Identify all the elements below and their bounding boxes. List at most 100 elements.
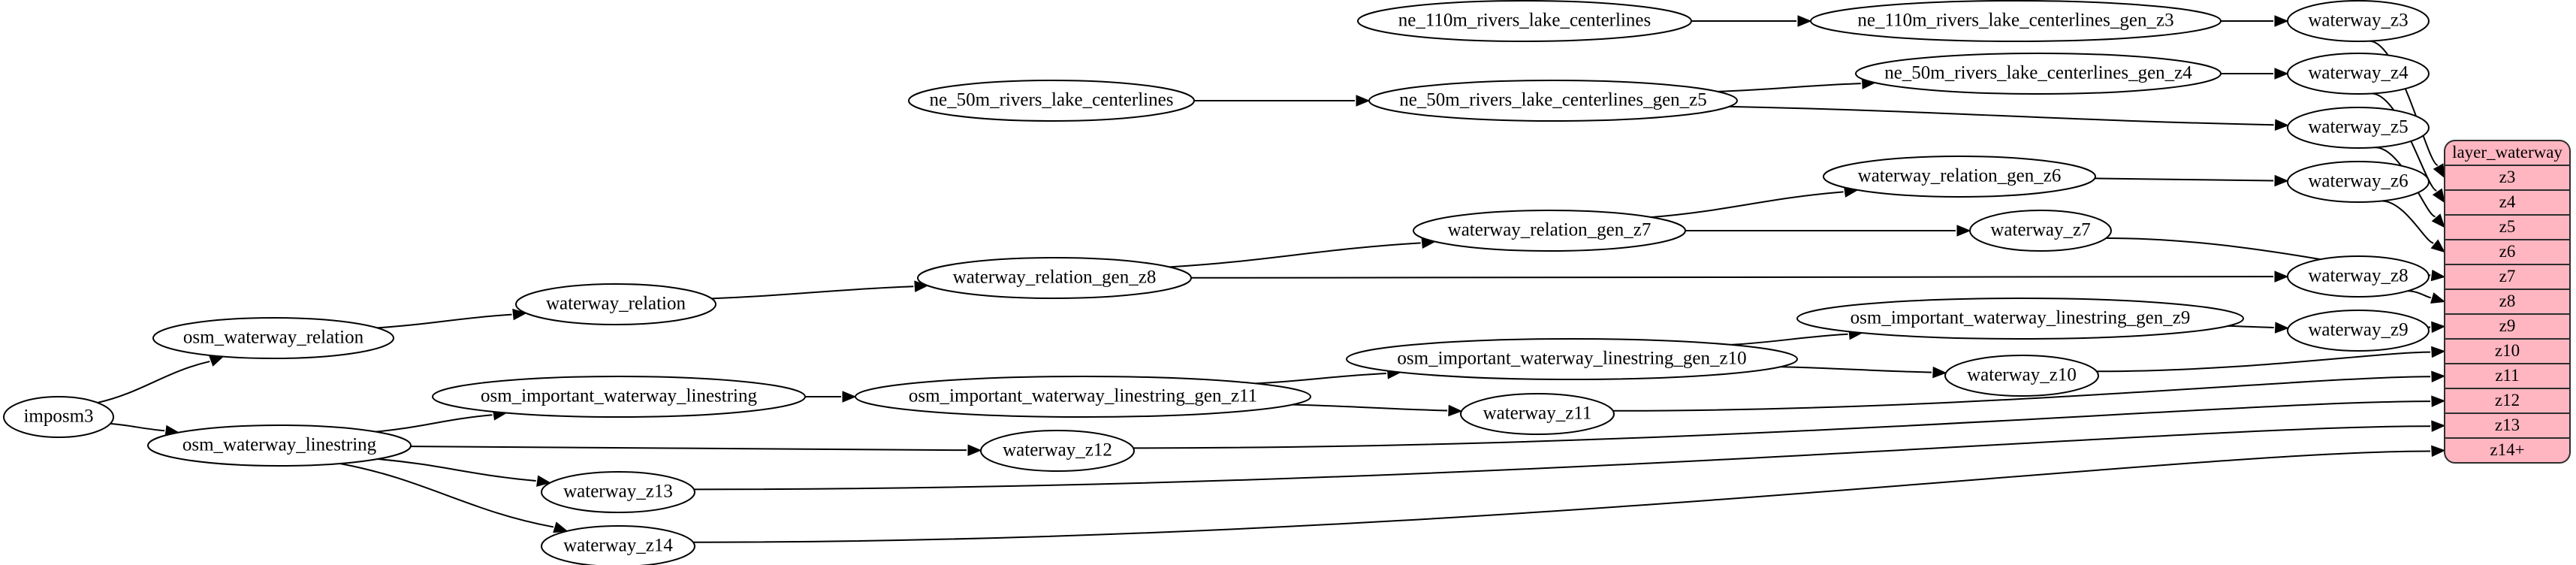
node-waterway_z12[interactable]: waterway_z12 bbox=[980, 430, 1135, 472]
node-shape-ne_50m_rivers_lake_centerlines[interactable] bbox=[908, 80, 1195, 122]
node-waterway_z9[interactable]: waterway_z9 bbox=[2287, 310, 2430, 352]
node-shape-osm_important_waterway_linestring_gen_z11[interactable] bbox=[855, 376, 1311, 418]
node-waterway_z11[interactable]: waterway_z11 bbox=[1460, 393, 1615, 435]
node-shape-osm_important_waterway_linestring_gen_z10[interactable] bbox=[1346, 338, 1798, 380]
node-shape-ne_50m_rivers_lake_centerlines_gen_z5[interactable] bbox=[1368, 80, 1738, 122]
node-shape-waterway_z13[interactable] bbox=[541, 471, 695, 513]
record-row-z5[interactable] bbox=[2445, 214, 2570, 240]
node-osm_important_waterway_linestring_gen_z11[interactable]: osm_important_waterway_linestring_gen_z1… bbox=[855, 376, 1311, 418]
node-shape-waterway_z5[interactable] bbox=[2287, 107, 2430, 149]
node-shape-waterway_z12[interactable] bbox=[980, 430, 1135, 472]
node-osm_waterway_linestring[interactable]: osm_waterway_linestring bbox=[147, 425, 412, 467]
node-osm_important_waterway_linestring_gen_z10[interactable]: osm_important_waterway_linestring_gen_z1… bbox=[1346, 338, 1798, 380]
edge-ne_110m_rivers_lake_centerlines-to-ne_110m_rivers_lake_centerlines_gen_z3 bbox=[1691, 15, 1812, 27]
edge-osm_waterway_relation-to-waterway_relation bbox=[377, 308, 527, 329]
record-row-z3[interactable] bbox=[2445, 165, 2570, 191]
node-shape-osm_waterway_relation[interactable] bbox=[152, 317, 394, 359]
edge-arrowhead bbox=[2431, 445, 2446, 458]
record-row-z10[interactable] bbox=[2445, 338, 2570, 364]
edge-waterway_z8-to-layer_waterway-z8 bbox=[2407, 290, 2446, 304]
node-waterway_z6[interactable]: waterway_z6 bbox=[2287, 161, 2430, 203]
node-shape-osm_important_waterway_linestring[interactable] bbox=[432, 376, 806, 418]
node-shape-waterway_z3[interactable] bbox=[2287, 0, 2430, 42]
edge-arrowhead bbox=[1448, 404, 1463, 417]
node-waterway_z4[interactable]: waterway_z4 bbox=[2287, 53, 2430, 95]
node-shape-waterway_relation_gen_z7[interactable] bbox=[1413, 210, 1686, 252]
edge-line bbox=[2095, 177, 2274, 182]
edge-waterway_z10-to-layer_waterway-z10 bbox=[2096, 346, 2446, 373]
record-row-label-z10: z10 bbox=[2495, 341, 2520, 360]
node-waterway_z14[interactable]: waterway_z14 bbox=[541, 525, 695, 565]
node-label-waterway_z5: waterway_z5 bbox=[2308, 117, 2408, 137]
record-row-z11[interactable] bbox=[2445, 363, 2570, 389]
node-shape-ne_110m_rivers_lake_centerlines[interactable] bbox=[1357, 0, 1692, 42]
node-osm_waterway_relation[interactable]: osm_waterway_relation bbox=[152, 317, 394, 359]
node-label-osm_important_waterway_linestring_gen_z9: osm_important_waterway_linestring_gen_z9 bbox=[1851, 308, 2191, 328]
node-waterway_relation_gen_z8[interactable]: waterway_relation_gen_z8 bbox=[917, 257, 1192, 299]
edge-line bbox=[110, 422, 165, 432]
node-ne_50m_rivers_lake_centerlines_gen_z5[interactable]: ne_50m_rivers_lake_centerlines_gen_z5 bbox=[1368, 80, 1738, 122]
node-shape-waterway_z14[interactable] bbox=[541, 525, 695, 565]
node-shape-waterway_z10[interactable] bbox=[1944, 355, 2099, 397]
node-imposm3[interactable]: imposm3 bbox=[3, 396, 114, 438]
node-ne_110m_rivers_lake_centerlines_gen_z3[interactable]: ne_110m_rivers_lake_centerlines_gen_z3 bbox=[1810, 0, 2222, 42]
node-shape-waterway_z4[interactable] bbox=[2287, 53, 2430, 95]
node-shape-waterway_relation[interactable] bbox=[515, 283, 716, 325]
edge-arrowhead bbox=[2431, 420, 2446, 432]
node-waterway_relation_gen_z6[interactable]: waterway_relation_gen_z6 bbox=[1823, 156, 2096, 198]
node-label-waterway_z3: waterway_z3 bbox=[2308, 11, 2408, 31]
edge-arrowhead bbox=[2431, 346, 2446, 358]
node-shape-waterway_relation_gen_z8[interactable] bbox=[917, 257, 1192, 299]
record-row-z14+[interactable] bbox=[2445, 437, 2570, 463]
node-label-waterway_z9: waterway_z9 bbox=[2308, 320, 2408, 340]
edge-arrowhead bbox=[2430, 239, 2446, 253]
record-node-layer-waterway[interactable]: layer_waterwayz3z4z5z6z7z8z9z10z11z12z13… bbox=[2445, 140, 2570, 463]
node-waterway_z8[interactable]: waterway_z8 bbox=[2287, 255, 2430, 298]
node-waterway_relation[interactable]: waterway_relation bbox=[515, 283, 716, 325]
node-label-ne_110m_rivers_lake_centerlines: ne_110m_rivers_lake_centerlines bbox=[1398, 11, 1651, 31]
edge-arrowhead bbox=[842, 391, 857, 403]
node-ne_50m_rivers_lake_centerlines[interactable]: ne_50m_rivers_lake_centerlines bbox=[908, 80, 1195, 122]
node-waterway_z7[interactable]: waterway_z7 bbox=[1969, 210, 2112, 252]
node-shape-waterway_z8[interactable] bbox=[2287, 255, 2430, 298]
edge-osm_important_waterway_linestring_gen_z9-to-waterway_z9 bbox=[2228, 322, 2290, 334]
node-osm_important_waterway_linestring_gen_z9[interactable]: osm_important_waterway_linestring_gen_z9 bbox=[1796, 298, 2244, 340]
edge-arrowhead bbox=[1797, 15, 1812, 27]
record-row-label-z6: z6 bbox=[2499, 242, 2516, 261]
node-shape-waterway_z6[interactable] bbox=[2287, 161, 2430, 203]
node-waterway_relation_gen_z7[interactable]: waterway_relation_gen_z7 bbox=[1413, 210, 1686, 252]
node-shape-ne_50m_rivers_lake_centerlines_gen_z4[interactable] bbox=[1855, 53, 2222, 95]
edge-line bbox=[2096, 351, 2431, 373]
node-shape-waterway_z11[interactable] bbox=[1460, 393, 1615, 435]
node-label-waterway_z13: waterway_z13 bbox=[563, 482, 673, 502]
node-shape-waterway_z7[interactable] bbox=[1969, 210, 2112, 252]
node-waterway_z13[interactable]: waterway_z13 bbox=[541, 471, 695, 513]
edge-line bbox=[1612, 376, 2431, 412]
edge-waterway_z13-to-layer_waterway-z13 bbox=[694, 420, 2446, 491]
node-shape-waterway_relation_gen_z6[interactable] bbox=[1823, 156, 2096, 198]
node-ne_110m_rivers_lake_centerlines[interactable]: ne_110m_rivers_lake_centerlines bbox=[1357, 0, 1692, 42]
edge-arrowhead bbox=[209, 355, 225, 367]
node-shape-osm_waterway_linestring[interactable] bbox=[147, 425, 412, 467]
node-waterway_z10[interactable]: waterway_z10 bbox=[1944, 355, 2099, 397]
edge-osm_waterway_linestring-to-waterway_z13 bbox=[377, 458, 551, 487]
record-row-z9[interactable] bbox=[2445, 313, 2570, 340]
node-label-waterway_relation_gen_z8: waterway_relation_gen_z8 bbox=[953, 267, 1157, 288]
node-waterway_z3[interactable]: waterway_z3 bbox=[2287, 0, 2430, 42]
record-row-label-z8: z8 bbox=[2499, 292, 2516, 310]
node-shape-imposm3[interactable] bbox=[3, 396, 114, 438]
edge-line bbox=[2381, 200, 2434, 244]
node-shape-ne_110m_rivers_lake_centerlines_gen_z3[interactable] bbox=[1810, 0, 2222, 42]
node-label-waterway_z7: waterway_z7 bbox=[1990, 220, 2090, 240]
node-shape-osm_important_waterway_linestring_gen_z9[interactable] bbox=[1796, 298, 2244, 340]
node-ne_50m_rivers_lake_centerlines_gen_z4[interactable]: ne_50m_rivers_lake_centerlines_gen_z4 bbox=[1855, 53, 2222, 95]
record-row-label-z9: z9 bbox=[2499, 316, 2516, 335]
node-osm_important_waterway_linestring[interactable]: osm_important_waterway_linestring bbox=[432, 376, 806, 418]
edge-line bbox=[1729, 105, 2274, 126]
record-row-z13[interactable] bbox=[2445, 412, 2570, 439]
node-waterway_z5[interactable]: waterway_z5 bbox=[2287, 107, 2430, 149]
edge-line bbox=[2371, 92, 2437, 192]
node-shape-waterway_z9[interactable] bbox=[2287, 310, 2430, 352]
edge-line bbox=[377, 458, 536, 482]
